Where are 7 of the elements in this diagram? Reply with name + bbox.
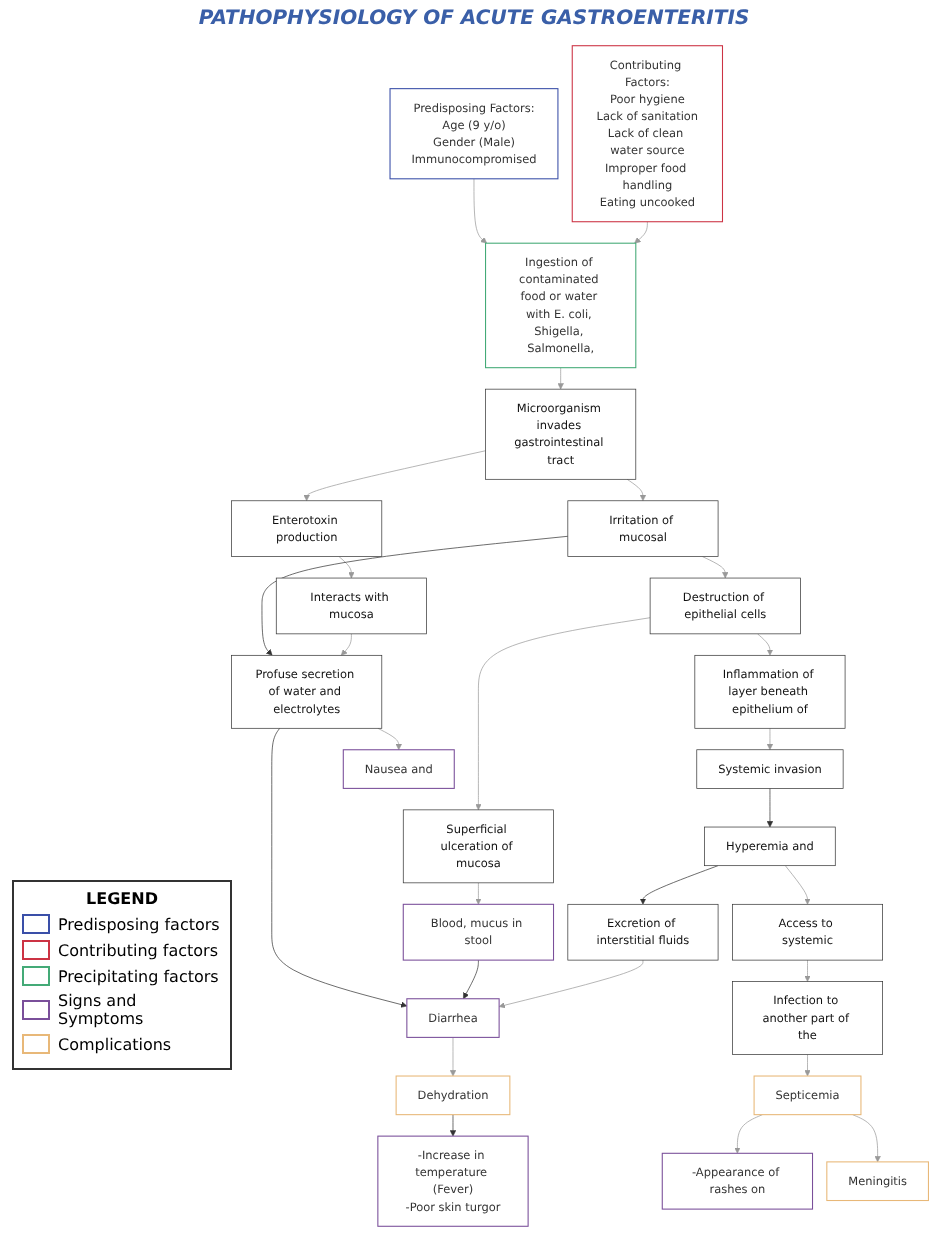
legend-heading: LEGEND (84, 890, 160, 908)
legend-label: Complications (58, 1035, 172, 1053)
legend-label: Contributing factors (58, 941, 219, 959)
legend-label: Signs and Symptoms (58, 992, 146, 1028)
diagram-title: PATHOPHYSIOLOGY OF ACUTE GASTROENTERITIS (196, 8, 752, 30)
legend-label: Predisposing factors (58, 915, 220, 933)
legend-label: Precipitating factors (58, 967, 219, 985)
